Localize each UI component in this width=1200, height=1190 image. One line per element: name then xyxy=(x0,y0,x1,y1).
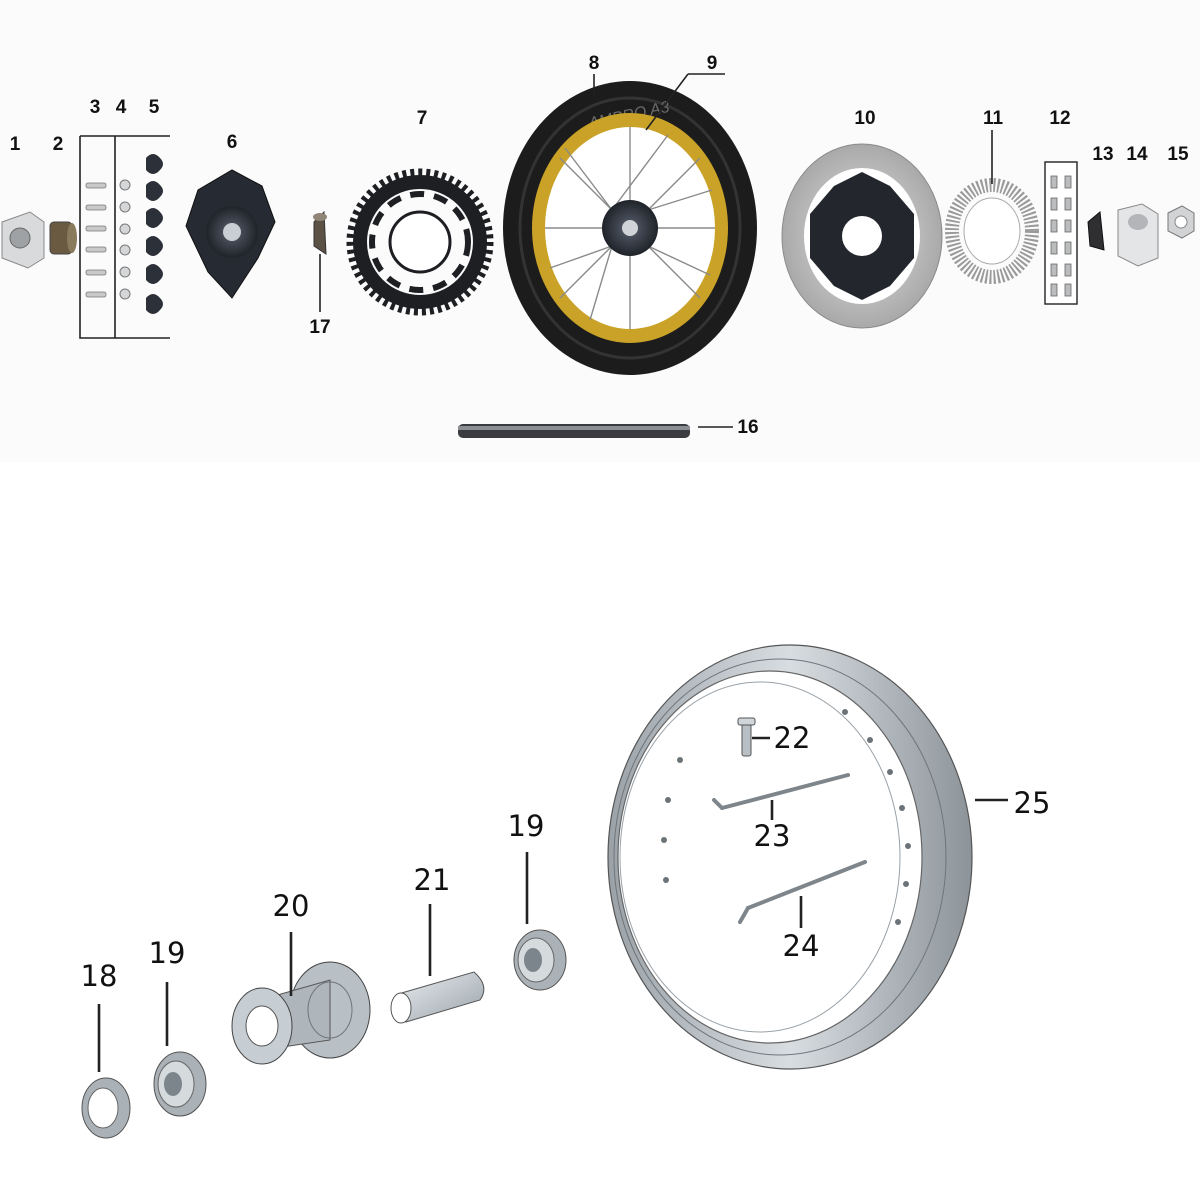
part-20-hub xyxy=(231,932,371,1065)
label-3: 3 xyxy=(90,97,101,118)
part-19-bearing-left xyxy=(153,982,207,1117)
part-18-seal xyxy=(81,1004,131,1139)
part-25-rim xyxy=(607,644,1008,1070)
label-21: 21 xyxy=(414,863,451,897)
label-18: 18 xyxy=(81,959,118,993)
label-19-left: 19 xyxy=(149,936,186,970)
top-leader-lines xyxy=(593,73,993,184)
label-19-right: 19 xyxy=(508,809,545,843)
rim-spoke-holes xyxy=(661,709,911,925)
label-25: 25 xyxy=(1014,786,1051,820)
label-24: 24 xyxy=(783,929,820,963)
part-12-disc-bolts xyxy=(1044,161,1078,305)
part-3-bolts xyxy=(85,182,107,298)
label-12: 12 xyxy=(1049,108,1070,129)
label-10: 10 xyxy=(854,108,875,129)
label-20: 20 xyxy=(273,889,310,923)
label-1: 1 xyxy=(10,134,21,155)
part-2-collar xyxy=(49,221,77,255)
label-2: 2 xyxy=(53,134,64,155)
part-11-tone-ring xyxy=(945,178,1039,284)
label-17: 17 xyxy=(309,317,330,338)
label-23: 23 xyxy=(754,819,791,853)
part-21-spacer-tube xyxy=(390,904,485,1024)
parts-3-4-5-bracket xyxy=(79,135,170,339)
part-24-spoke xyxy=(738,860,867,928)
bottom-part-labels: 18 19 20 21 19 22 23 24 25 xyxy=(81,721,1051,993)
part-19-bearing-right xyxy=(513,852,567,991)
part-22-spoke-nipple xyxy=(737,717,770,757)
part-16-axle xyxy=(458,424,733,438)
label-15: 15 xyxy=(1167,144,1189,165)
label-7: 7 xyxy=(417,108,428,129)
label-16: 16 xyxy=(737,417,758,438)
part-9-rim xyxy=(532,113,728,343)
part-17-spacer xyxy=(313,210,327,312)
part-6-sprocket-carrier xyxy=(185,169,276,299)
label-14: 14 xyxy=(1126,144,1148,165)
label-11: 11 xyxy=(983,108,1004,129)
label-22: 22 xyxy=(774,721,811,755)
part-14-axle-block xyxy=(1117,203,1159,267)
part-10-brake-disc xyxy=(781,143,943,329)
part-4-washers xyxy=(119,179,131,300)
part-5-dampers xyxy=(146,154,163,314)
part-7-rear-sprocket xyxy=(346,168,494,316)
part-23-spoke xyxy=(712,773,850,820)
part-15-axle-nut xyxy=(1167,205,1195,239)
part-1-axle-block xyxy=(1,211,45,269)
label-9: 9 xyxy=(707,53,718,74)
label-8: 8 xyxy=(589,53,600,74)
top-part-labels: 1 2 3 4 5 6 7 8 9 10 11 12 13 14 15 16 1… xyxy=(10,53,1189,438)
label-6: 6 xyxy=(227,132,238,153)
label-13: 13 xyxy=(1092,144,1113,165)
label-5: 5 xyxy=(149,97,160,118)
part-13-collar xyxy=(1087,211,1105,251)
label-4: 4 xyxy=(116,97,127,118)
